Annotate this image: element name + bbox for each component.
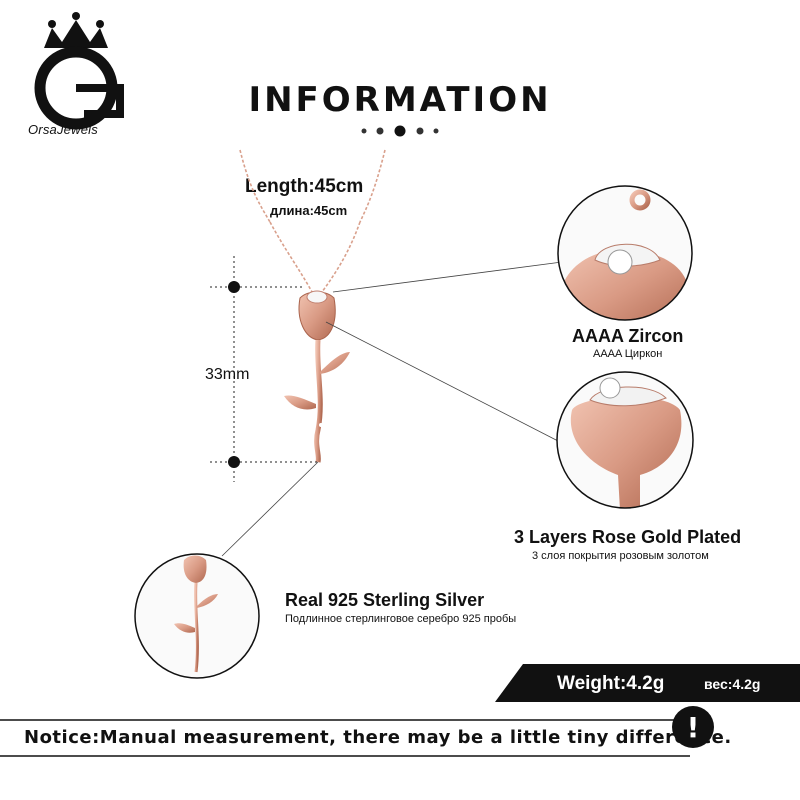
- rose-pendant-icon: [284, 290, 350, 463]
- silver-zoom: [134, 553, 260, 679]
- alert-glyph: !: [687, 711, 700, 744]
- page-title: INFORMATION: [248, 80, 552, 120]
- length-label-ru: длина:45cm: [270, 203, 348, 218]
- weight-label-ru: вес:4.2g: [704, 676, 761, 692]
- crown-icon: [44, 12, 108, 48]
- brand-name: OrsaJewels: [28, 122, 98, 137]
- plating-subtitle: 3 слоя покрытия розовым золотом: [532, 550, 709, 562]
- notice-text: Notice:Manual measurement, there may be …: [24, 727, 732, 748]
- material-subtitle: Подлинное стерлинговое серебро 925 пробы: [285, 613, 517, 625]
- pendant-height-label: 33mm: [205, 366, 250, 383]
- zircon-title: AAAA Zircon: [572, 326, 684, 346]
- callout-lines: [221, 261, 563, 557]
- material-title: Real 925 Sterling Silver: [285, 590, 485, 610]
- alert-icon: !: [672, 706, 714, 748]
- necklace-chain: [239, 149, 386, 293]
- weight-banner: [495, 664, 800, 702]
- zircon-zoom: [557, 185, 693, 321]
- zircon-subtitle: AAAA Циркон: [593, 348, 663, 360]
- dimension-lines: [210, 256, 318, 482]
- notice-box: [0, 719, 690, 757]
- length-label: Length:45cm: [245, 176, 364, 197]
- crown-logo-icon: [34, 12, 124, 130]
- plating-zoom: [556, 371, 694, 509]
- title-dots: [361, 125, 439, 137]
- plating-title: 3 Layers Rose Gold Plated: [514, 527, 742, 547]
- weight-label: Weight:4.2g: [557, 673, 665, 694]
